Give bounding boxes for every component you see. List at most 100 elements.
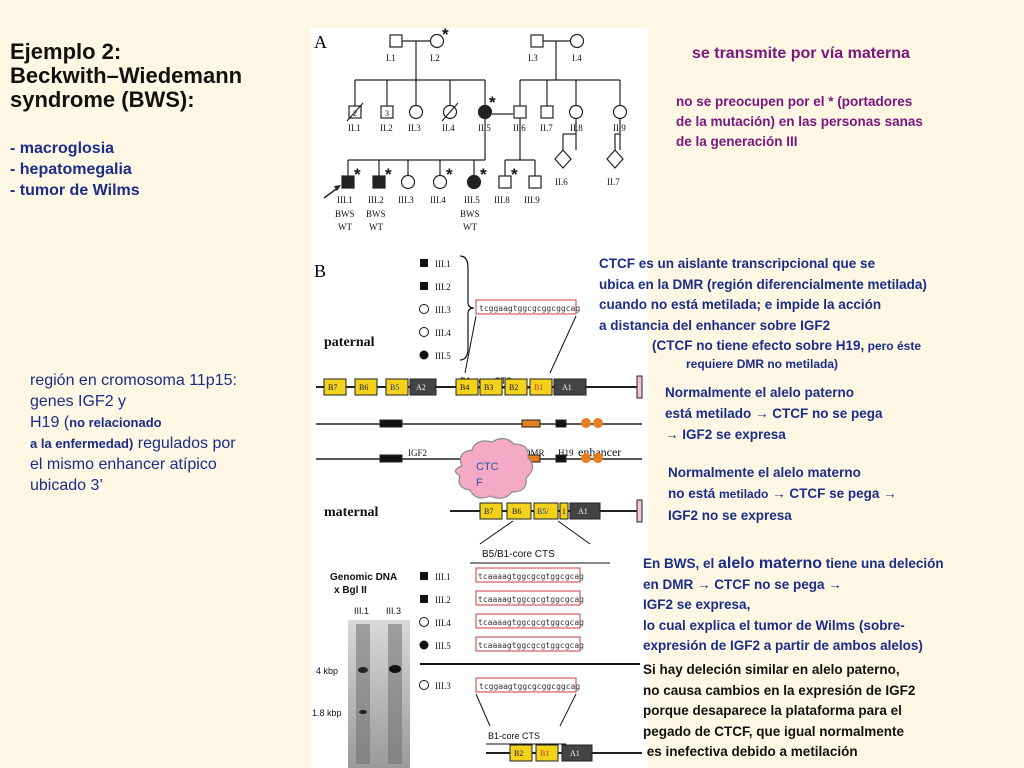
legend-filled-square [420, 282, 428, 290]
region-text-small: no relacionado [69, 415, 162, 430]
note-maternal-transmission: se transmite por vía materna [692, 45, 910, 62]
pedigree-affected-male [341, 175, 355, 189]
note-line: en DMR → CTCF no se pega → [643, 576, 842, 592]
pedigree-label: III.8 [494, 195, 510, 205]
diagnosis-label: WT [338, 222, 352, 232]
pedigree-label: I.1 [386, 53, 396, 63]
pedigree-label: III.4 [430, 195, 446, 205]
legend-label: III.5 [435, 641, 451, 651]
note-line: no se preocupen por el * (portadores [676, 94, 913, 109]
pedigree-label: II.1 [348, 123, 361, 133]
gel-size-marker: 4 kbp [316, 666, 338, 676]
panel-b-label: B [314, 261, 326, 281]
pedigree-label: II.7 [607, 177, 620, 187]
note-line: Normalmente el alelo paterno [665, 385, 855, 400]
pedigree-label: II.3 [408, 123, 421, 133]
cts-block [509, 744, 533, 762]
block-label: B2 [514, 749, 523, 758]
region-description: región en cromosoma 11p15: genes IGF2 y … [30, 370, 302, 496]
pedigree-label: III.3 [398, 195, 414, 205]
symptom-item: - tumor de Wilms [10, 182, 140, 199]
figure-panel: A [310, 28, 648, 768]
b1-core-label: B1-core CTS [488, 731, 540, 741]
pedigree-label: I.4 [572, 53, 582, 63]
cts-block-dark [569, 502, 601, 520]
sequence-box [475, 567, 581, 583]
pedigree-label: I.3 [528, 53, 538, 63]
sequence-box [475, 590, 581, 606]
sequence-box [475, 677, 577, 693]
block-label: B5 [390, 383, 399, 392]
block-label: A2 [416, 383, 426, 392]
igf2-gene [379, 419, 403, 428]
note-text-small: metilado [719, 487, 769, 501]
pedigree-male [389, 34, 403, 48]
pedigree-label: II.8 [570, 123, 583, 133]
pedigree-male [530, 34, 544, 48]
paternal-label: paternal [324, 335, 375, 350]
note-line: lo cual explica el tumor de Wilms (sobre… [643, 617, 905, 633]
pedigree-male [513, 105, 527, 119]
gel-lane-label: III.3 [386, 606, 401, 616]
pedigree-male [380, 105, 394, 119]
sequence-box [475, 613, 581, 629]
note-line: En BWS, el alelo materno tiene una delec… [643, 554, 944, 575]
cts-block [354, 378, 378, 396]
legend-filled-square [420, 595, 428, 603]
diagnosis-label: BWS [366, 209, 386, 219]
h19-gene [555, 419, 567, 428]
pedigree-label: II.6 [555, 177, 568, 187]
note-maternal-normal: Normalmente el alelo materno no está met… [668, 462, 897, 526]
pedigree-label: III.1 [337, 195, 353, 205]
note-bws-deletion: En BWS, el alelo materno tiene una delec… [643, 554, 944, 657]
region-line: genes IGF2 y [30, 393, 127, 410]
enhancer-element [593, 418, 603, 428]
note-line: Si hay deleción similar en alelo paterno… [643, 662, 900, 677]
note-text: (CTCF no tiene efecto sobre H19, [652, 338, 865, 353]
block-label: B3 [484, 383, 493, 392]
slide-title: Ejemplo 2: Beckwith–Wiedemann syndrome (… [10, 40, 300, 112]
title-line-3: syndrome (BWS): [10, 87, 195, 112]
note-text-large: alelo materno [718, 555, 823, 572]
region-line: a la enfermedad) regulados por [30, 433, 302, 454]
legend-filled-square [420, 259, 428, 267]
symptom-item: - macroglosia [10, 140, 115, 157]
pedigree-female [400, 174, 416, 190]
pedigree-label: II.9 [613, 123, 626, 133]
cts-block [323, 378, 347, 396]
panel-a-label: A [314, 32, 327, 52]
title-line-2: Beckwith–Wiedemann [10, 63, 243, 88]
sequence-box [475, 299, 577, 315]
note-text: → CTCF se pega → [768, 486, 897, 501]
cts-block [455, 378, 479, 396]
legend-open-circle [419, 304, 429, 314]
bracket [459, 255, 475, 361]
carrier-asterisk: * [489, 93, 496, 112]
cts-block-dark [553, 378, 587, 396]
diagnosis-label: WT [369, 222, 383, 232]
pedigree-label: III.2 [368, 195, 384, 205]
pedigree-count: 2 [353, 109, 357, 118]
legend-label: III.1 [435, 572, 451, 582]
block-label: A1 [570, 749, 580, 758]
symptom-list: - macroglosia - hepatomegalia - tumor de… [10, 138, 300, 201]
legend-label: III.1 [435, 259, 451, 269]
note-line: (CTCF no tiene efecto sobre H19, pero és… [599, 336, 927, 357]
pedigree-label: II.4 [442, 123, 455, 133]
enhancer-element [593, 453, 603, 463]
carrier-asterisk: * [511, 165, 518, 184]
cts-block-dark [409, 378, 437, 396]
figure-svg: A [312, 28, 643, 768]
cts-block [504, 378, 528, 396]
gel-band [358, 667, 368, 673]
legend-label: III.5 [435, 351, 451, 361]
proband-arrow-icon [334, 185, 341, 191]
pedigree-male [498, 175, 512, 189]
note-ctcf-definition: CTCF es un aislante transcripcional que … [599, 254, 927, 372]
pedigree-female [408, 104, 424, 120]
pedigree-female [568, 104, 584, 120]
legend-label: III.2 [435, 282, 451, 292]
carrier-asterisk: * [442, 28, 449, 44]
note-line: pegado de CTCF, que igual normalmente [643, 723, 905, 739]
note-line: CTCF es un aislante transcripcional que … [599, 256, 876, 271]
